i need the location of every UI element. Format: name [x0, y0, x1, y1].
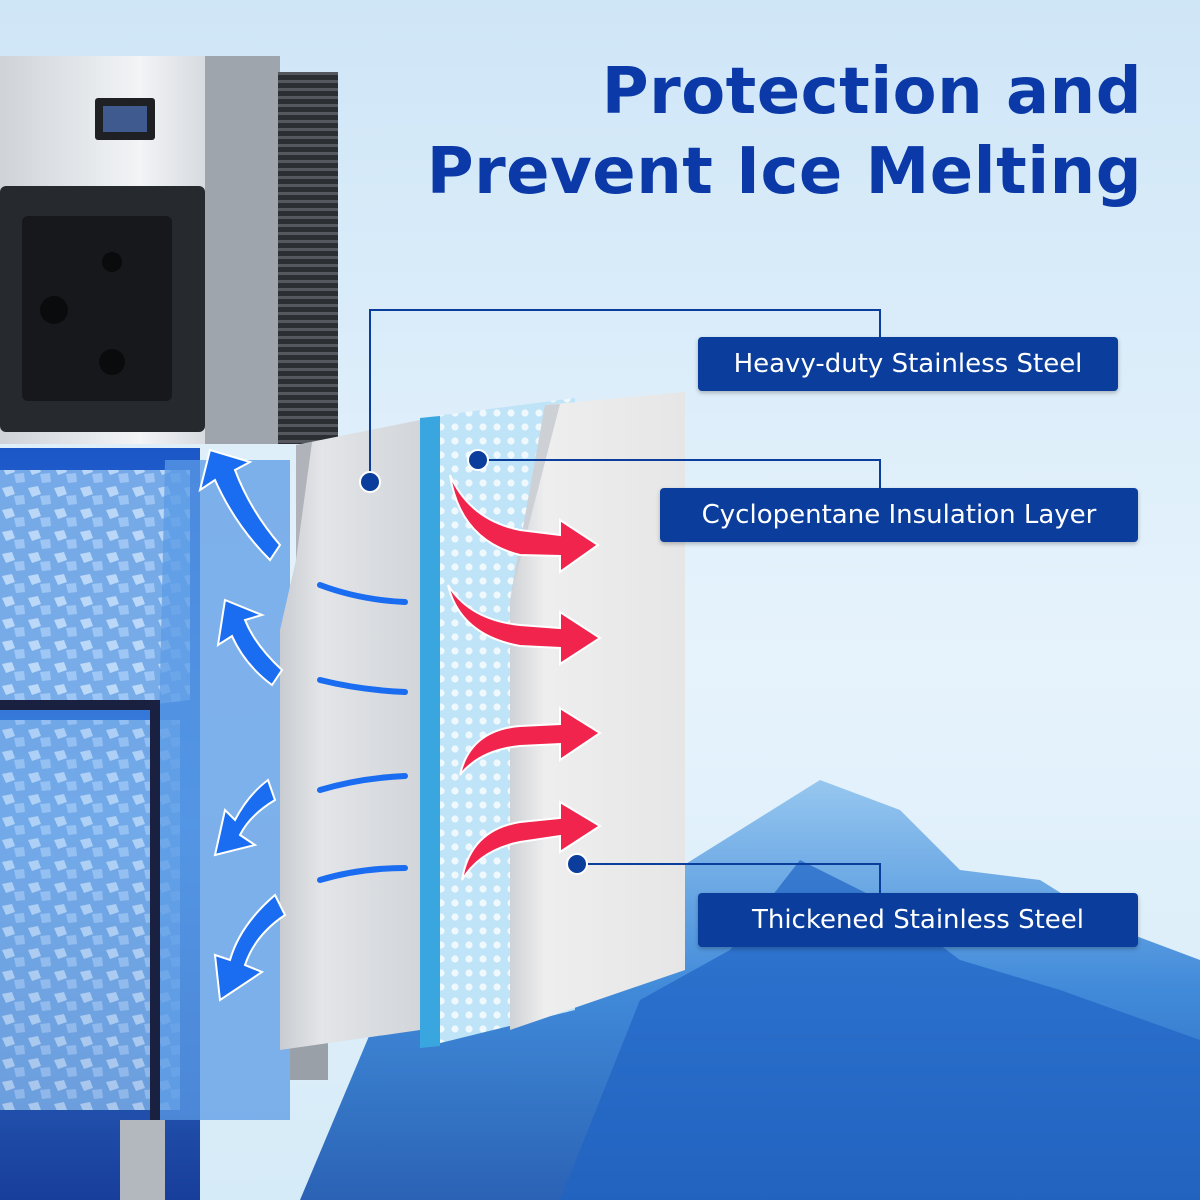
cold-air-arrow-icon [198, 448, 287, 1002]
heat-arrow-icon [447, 474, 602, 881]
label-heavy-duty-stainless-steel: Heavy-duty Stainless Steel [698, 337, 1118, 391]
headline-line-1: Protection and [601, 55, 1142, 129]
headline-line-2: Prevent Ice Melting [426, 135, 1142, 209]
headline: Protection and Prevent Ice Melting [427, 52, 1142, 212]
label-cyclopentane-insulation-layer: Cyclopentane Insulation Layer [660, 488, 1138, 542]
callout-dot-icon [359, 449, 588, 875]
label-thickened-stainless-steel: Thickened Stainless Steel [698, 893, 1138, 947]
